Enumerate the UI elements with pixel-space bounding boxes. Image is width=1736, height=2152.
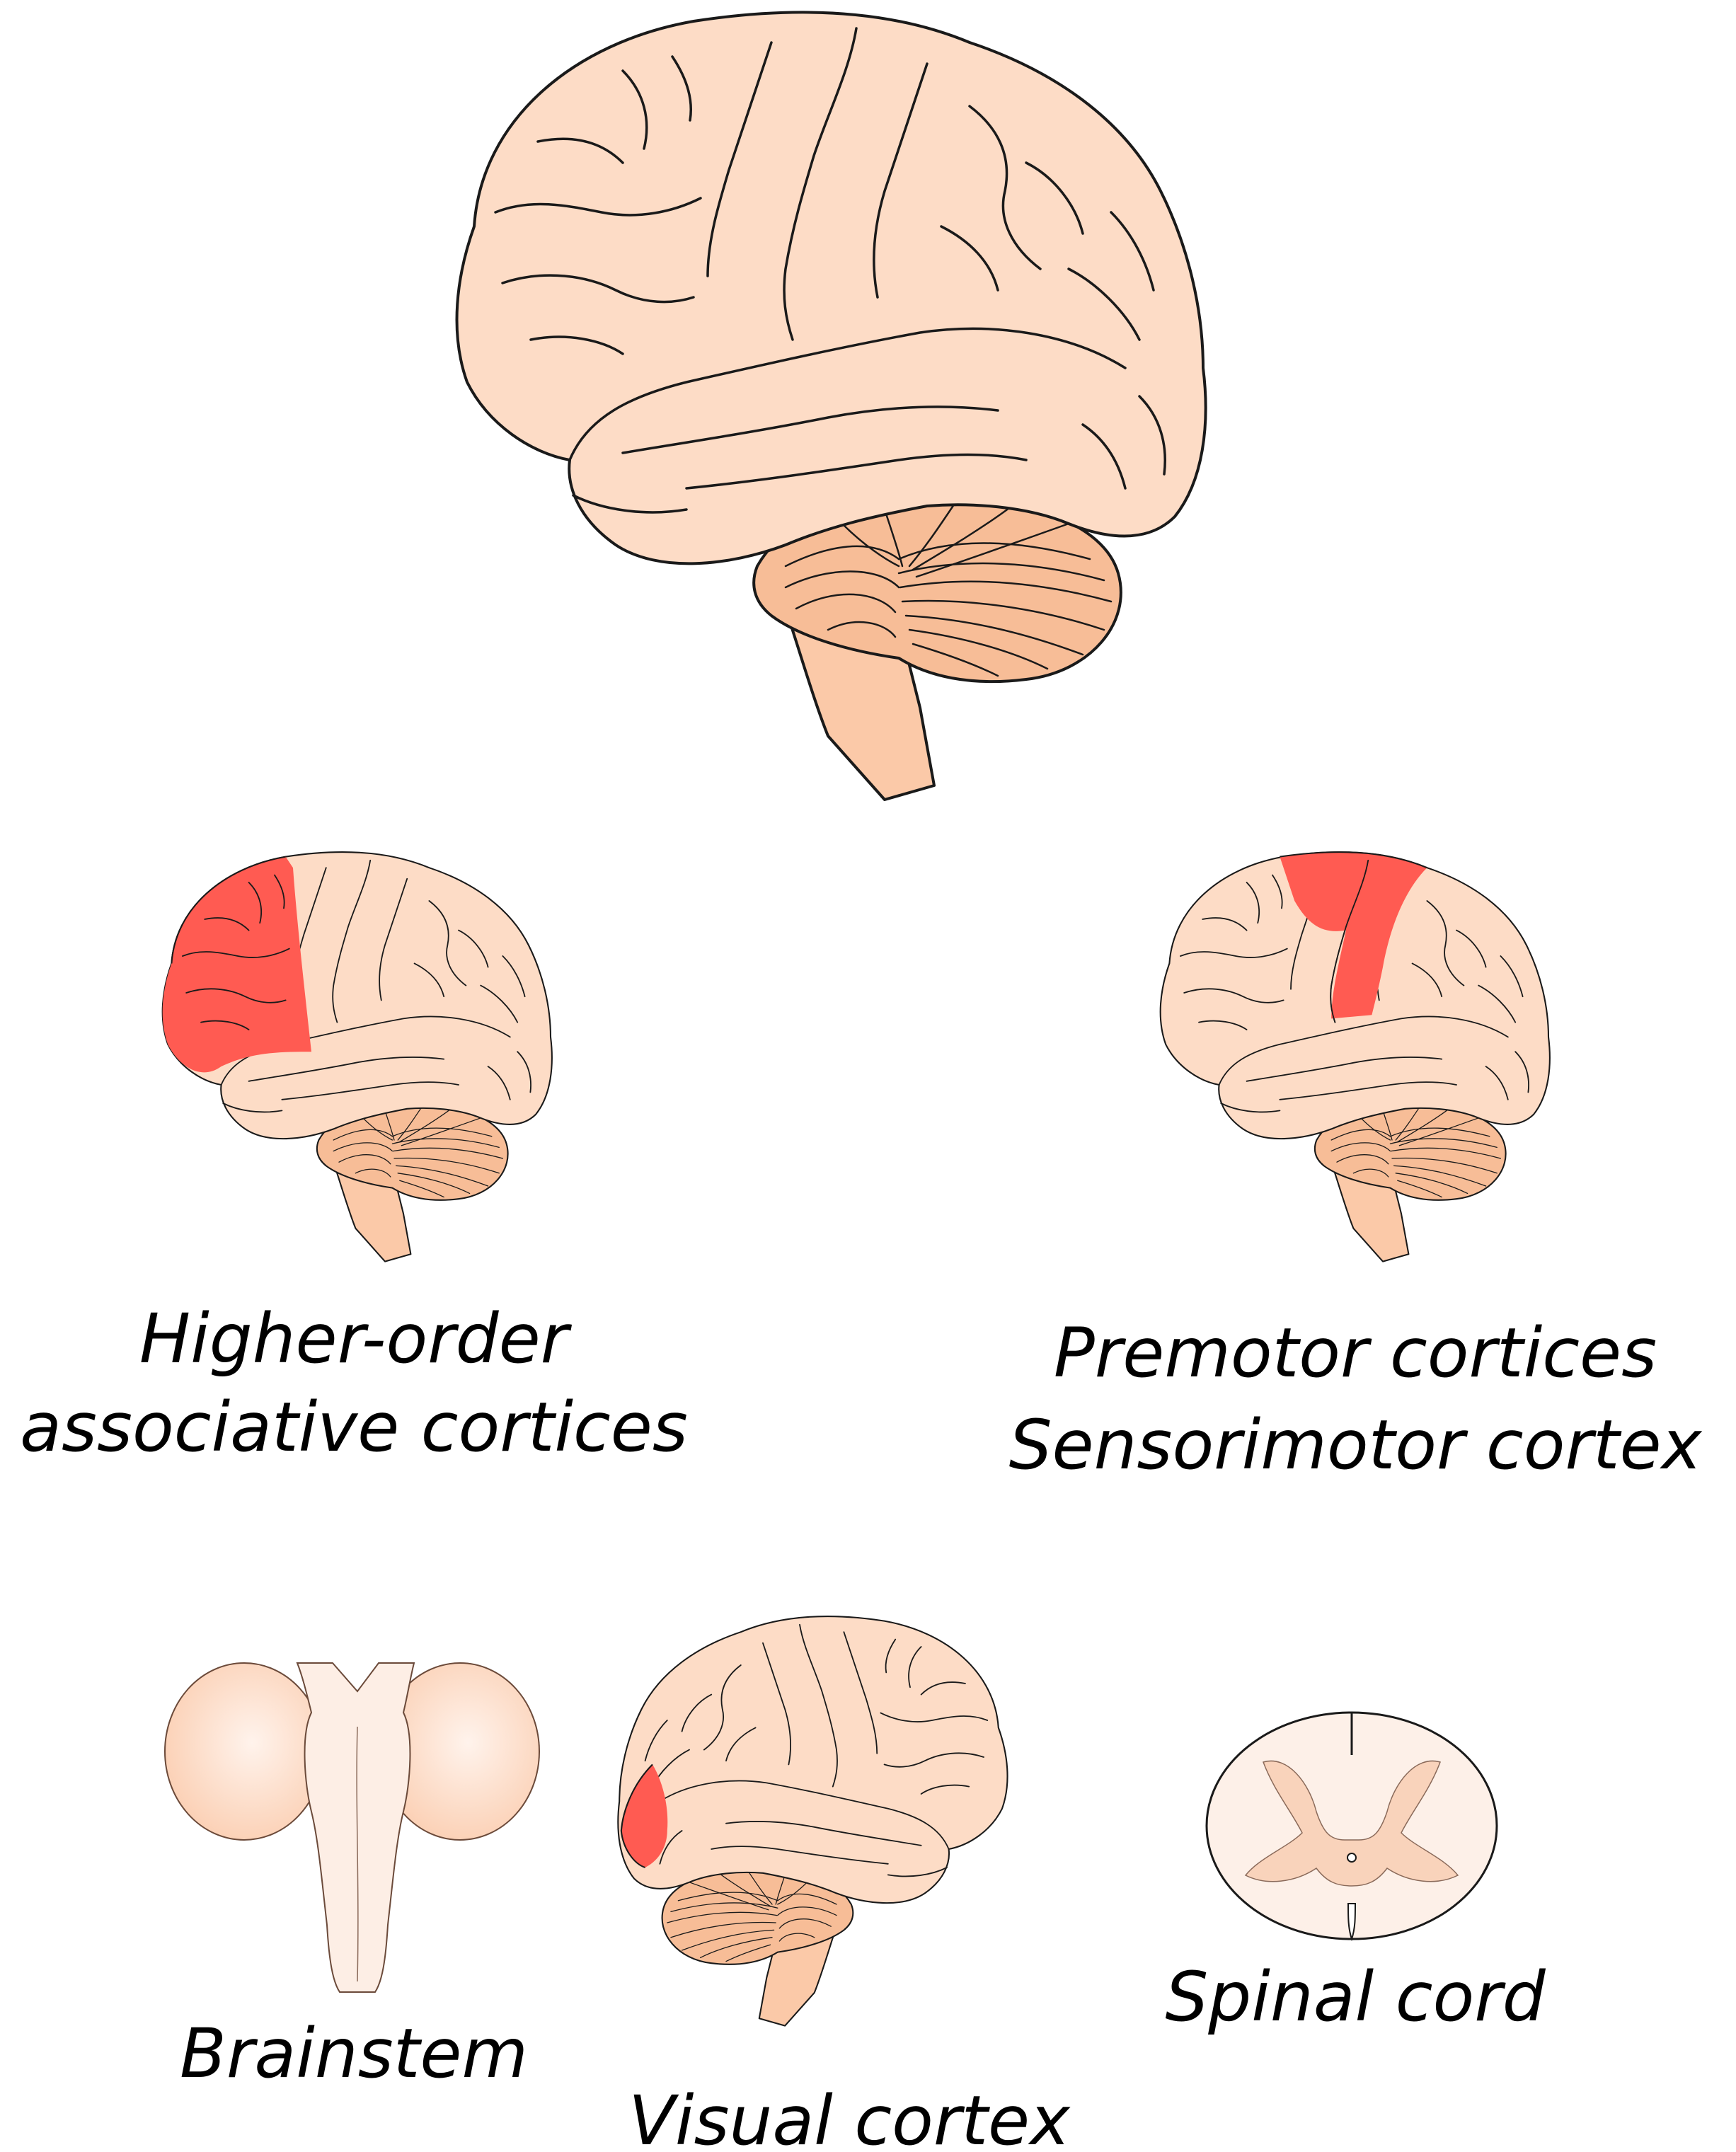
brain-visual-cortex — [617, 1616, 1008, 2027]
brain-premotor-sensorimotor — [1159, 851, 1551, 1262]
label-higher-order-line1: Higher-order — [139, 1299, 573, 1379]
label-premotor-line1: Premotor cortices — [1054, 1313, 1657, 1393]
label-spinal-cord: Spinal cord — [1165, 1957, 1546, 2037]
spinal-cord-illustration — [1205, 1711, 1498, 1942]
highlight-occipital-region — [621, 1764, 668, 1868]
label-brainstem: Brainstem — [180, 2014, 528, 2093]
brain-higher-order-associative — [161, 851, 553, 1262]
highlight-prefrontal-region — [162, 856, 311, 1073]
label-premotor-line2: Sensorimotor cortex — [1009, 1405, 1703, 1485]
label-higher-order-line2: associative cortices — [20, 1388, 688, 1467]
highlight-motor-strip — [1280, 852, 1427, 1019]
large-brain-illustration — [455, 11, 1207, 802]
brainstem-illustration — [164, 1662, 540, 1993]
label-visual-cortex: Visual cortex — [628, 2081, 1071, 2152]
